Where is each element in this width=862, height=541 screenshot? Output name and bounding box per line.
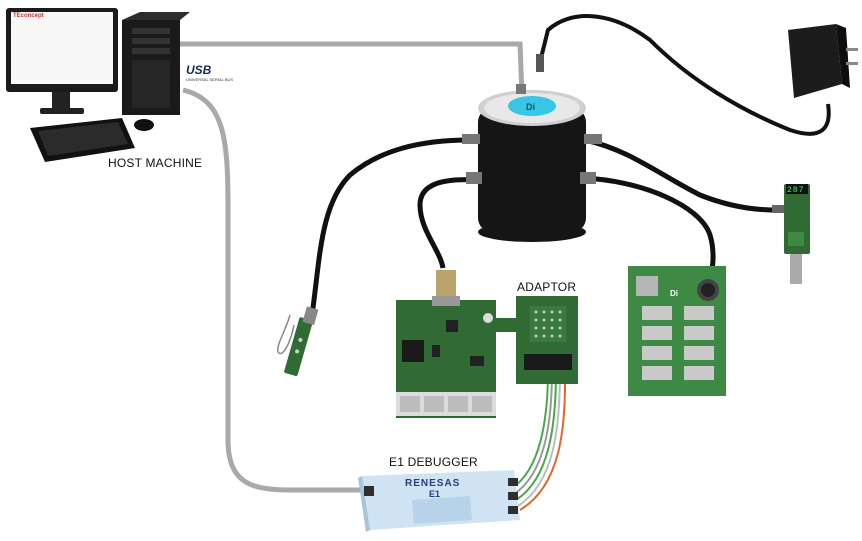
monitor-stand — [52, 92, 70, 110]
power-barrel — [536, 54, 544, 72]
cable-pc-to-hub — [180, 41, 525, 96]
terminal-logo-icon: Di — [670, 289, 678, 298]
mouse — [134, 119, 154, 131]
debugger-model: E1 — [429, 489, 441, 499]
cable-hub-to-left-sensor — [309, 137, 471, 316]
sensor-hub: Di — [462, 84, 602, 242]
host-screen: TEconcept — [11, 12, 113, 84]
terminal-board: Di — [628, 266, 726, 396]
sensor-digit-display: 287 — [787, 186, 805, 195]
hub-logo-icon: Di — [526, 102, 535, 112]
cable-power — [538, 14, 831, 136]
e1-debugger-label: E1 DEBUGGER — [389, 455, 478, 469]
usb-logo-subtext: UNIVERSAL SERIAL BUS — [186, 77, 234, 82]
debugger-brand: RENESAS — [405, 478, 461, 489]
cable-hub-to-right-sensor — [584, 137, 776, 213]
adaptor-connector — [524, 354, 572, 370]
ribbon-cable — [511, 369, 567, 511]
usb-logo: USB — [186, 63, 212, 77]
power-adapter — [788, 24, 858, 98]
left-sensor-probe — [284, 306, 319, 376]
cable-hub-to-pcb — [417, 177, 479, 269]
adaptor-board — [494, 296, 578, 384]
adaptor-label: ADAPTOR — [517, 280, 577, 294]
host-machine-label: HOST MACHINE — [108, 156, 203, 170]
main-pcb — [396, 270, 496, 418]
cable-pc-to-debugger — [182, 87, 365, 493]
app-title: TEconcept — [13, 13, 44, 19]
e1-debugger — [358, 470, 520, 532]
right-sensor-probe — [772, 184, 810, 284]
wire-loop — [277, 314, 295, 355]
hub-glow-ring — [508, 96, 556, 116]
